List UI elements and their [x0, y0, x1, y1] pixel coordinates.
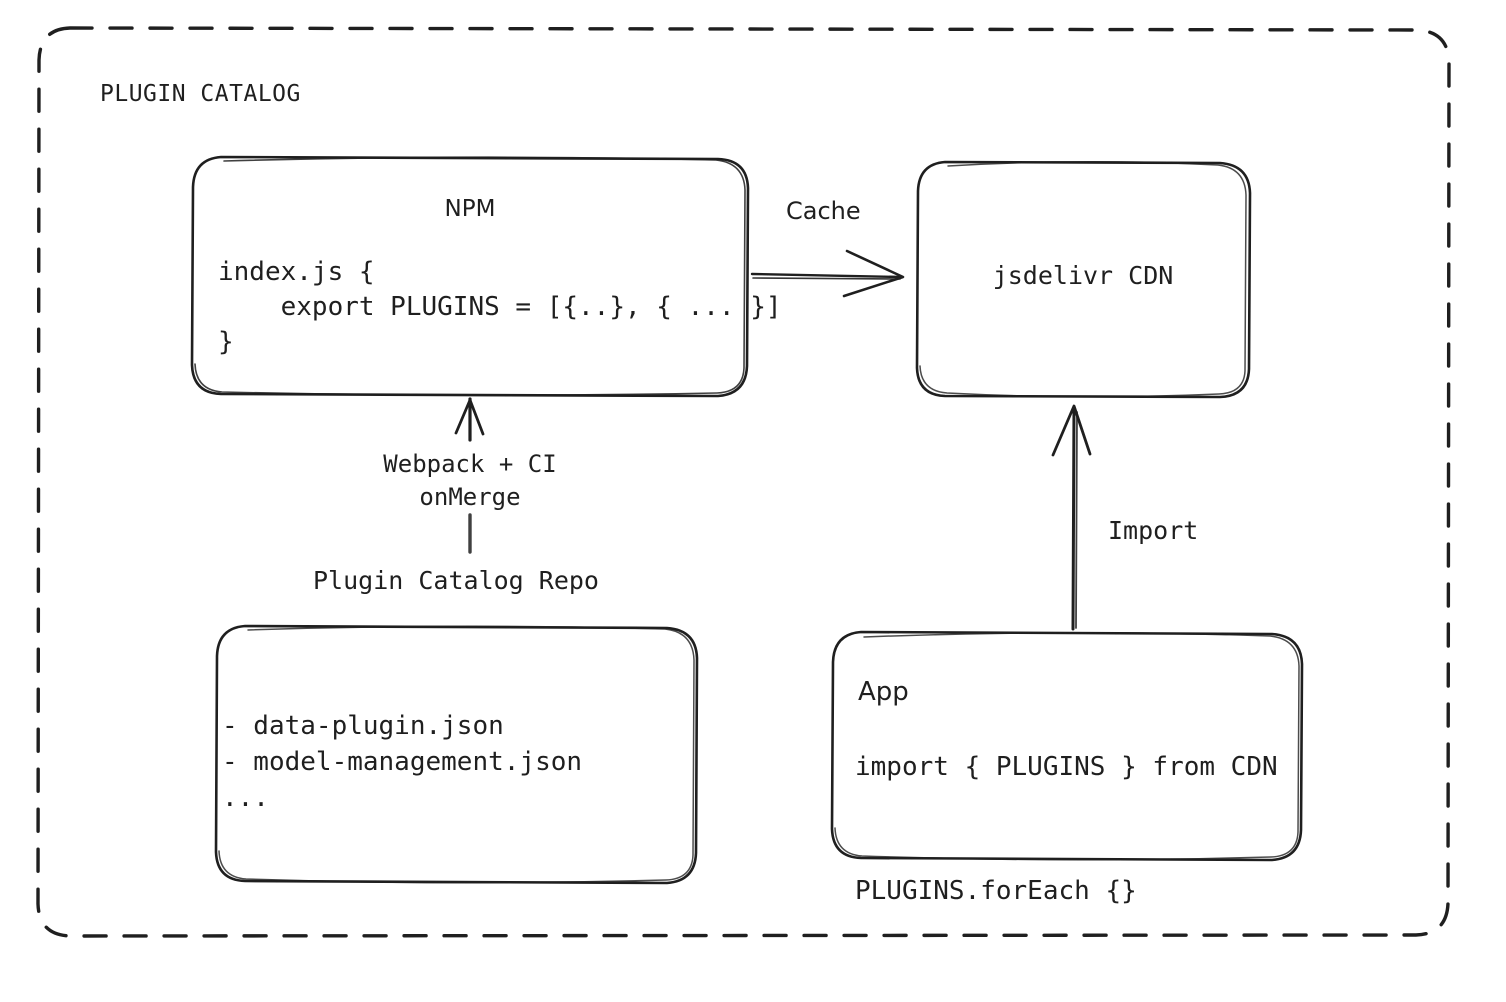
webpack-edge-label: Webpack + CI onMerge — [383, 450, 557, 511]
repo-node-title: Plugin Catalog Repo — [313, 566, 599, 595]
npm-node-title: NPM — [444, 196, 496, 222]
import-arrow-head — [1051, 404, 1092, 457]
import-edge-label: Import — [1108, 516, 1199, 545]
cdn-node-title: jsdelivr CDN — [992, 261, 1174, 290]
app-node-code: import { PLUGINS } from CDN PLUGINS.forE… — [855, 752, 1278, 906]
cache-edge-label: Cache — [786, 197, 861, 225]
webpack-arrow-head — [454, 398, 485, 436]
import-arrow-shaft — [1071, 405, 1076, 631]
app-node-title: App — [858, 677, 909, 707]
group-title: PLUGIN CATALOG — [100, 81, 301, 107]
repo-node-code: - data-plugin.json - model-management.js… — [222, 711, 583, 813]
cache-arrow-head — [842, 249, 905, 298]
import-arrow-shaft-2 — [1075, 411, 1078, 629]
npm-node-code: index.js { export PLUGINS = [{..}, { ...… — [218, 257, 782, 357]
